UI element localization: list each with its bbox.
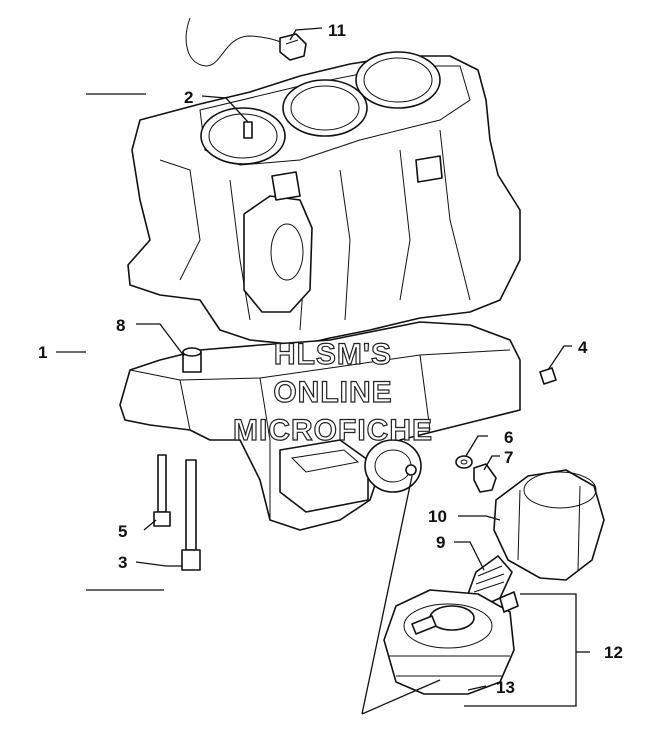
callout-1: 1 [38,343,47,362]
watermark-line-3: MICROFICHE [233,414,433,447]
watermark-line-1: HLSM'S [274,338,392,371]
oil-cooler [383,589,519,695]
cylinder-block [127,51,521,346]
callout-2: 2 [184,88,193,107]
oil-filter [493,469,605,581]
reference-lines [56,93,441,715]
callout-labels: 11 2 8 1 4 6 7 5 3 10 9 12 13 [38,21,623,697]
callout-10: 10 [428,507,447,526]
leader-lines [135,27,590,707]
bolt-long [181,459,201,571]
callout-13: 13 [496,678,515,697]
washer-and-plug [455,455,497,493]
callout-8: 8 [116,316,125,335]
watermark: HLSM'S ONLINE MICROFICHE [232,337,433,447]
callout-4: 4 [578,338,588,357]
sensor-part [185,17,307,67]
callout-5: 5 [118,522,127,541]
dowel-pin [539,367,557,385]
watermark-line-2: ONLINE [273,376,392,409]
crankcase [119,321,521,531]
callout-9: 9 [436,533,445,552]
callout-6: 6 [504,428,513,447]
bolt-short [153,454,171,527]
callout-7: 7 [504,448,513,467]
callout-12: 12 [604,643,623,662]
callout-3: 3 [118,553,127,572]
callout-11: 11 [328,21,346,40]
